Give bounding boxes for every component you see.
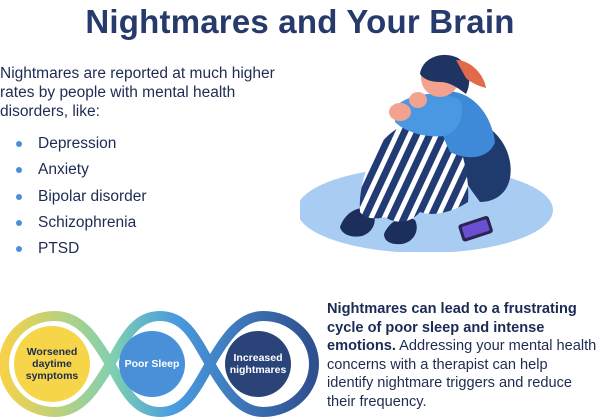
conditions-list: Depression Anxiety Bipolar disorder Schi… bbox=[14, 134, 147, 265]
sad-person-illustration bbox=[300, 54, 553, 252]
cycle-label-worsened: Worsened daytime symptoms bbox=[25, 346, 79, 382]
intro-text: Nightmares are reported at much higher r… bbox=[0, 65, 275, 120]
bullet-icon bbox=[16, 141, 22, 147]
closing-bold-text: Nightmares can lead to a frustrating cyc… bbox=[327, 301, 577, 355]
closing-paragraph: Nightmares can lead to a frustrating cyc… bbox=[327, 300, 597, 412]
list-item: Schizophrenia bbox=[14, 213, 147, 239]
bullet-icon bbox=[16, 167, 22, 174]
cycle-label-increased: Increased nightmares bbox=[229, 352, 287, 376]
page-title: Nightmares and Your Brain bbox=[85, 3, 515, 40]
cycle-diagram bbox=[0, 311, 319, 417]
cycle-label-poor-sleep: Poor Sleep bbox=[124, 358, 180, 370]
phone-icon bbox=[458, 216, 493, 242]
cycle-loop bbox=[0, 311, 319, 417]
node-poor-sleep bbox=[119, 331, 185, 397]
list-item: Bipolar disorder bbox=[14, 187, 147, 213]
list-item: PTSD bbox=[14, 239, 147, 265]
closing-rest-text: Addressing your mental health concerns w… bbox=[327, 338, 597, 410]
bullet-icon bbox=[16, 246, 22, 253]
node-increased bbox=[225, 331, 291, 397]
node-worsened bbox=[14, 326, 90, 402]
list-item: Depression bbox=[14, 134, 147, 160]
bullet-icon bbox=[16, 193, 22, 200]
bullet-icon bbox=[16, 219, 22, 226]
list-item: Anxiety bbox=[14, 160, 147, 186]
